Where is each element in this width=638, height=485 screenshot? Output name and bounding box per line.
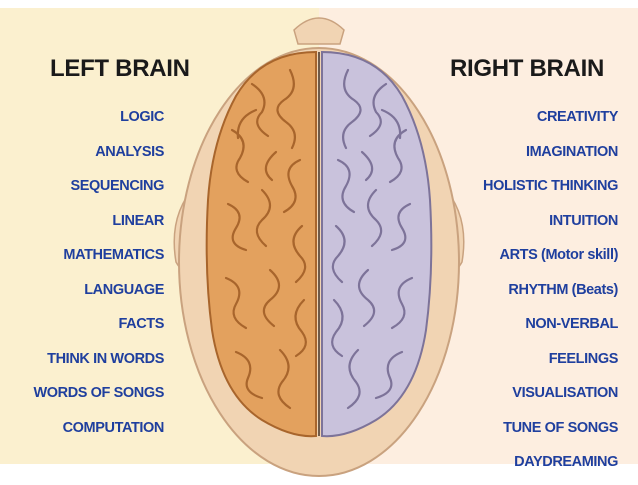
right-trait-item: HOLISTIC THINKING bbox=[483, 174, 618, 209]
left-trait-item: ANALYSIS bbox=[33, 140, 164, 175]
right-trait-item: RHYTHM (Beats) bbox=[483, 278, 618, 313]
left-trait-item: SEQUENCING bbox=[33, 174, 164, 209]
right-trait-item: TUNE OF SONGS bbox=[483, 416, 618, 451]
right-trait-item: ARTS (Motor skill) bbox=[483, 243, 618, 278]
right-brain-traits: CREATIVITY IMAGINATION HOLISTIC THINKING… bbox=[483, 105, 618, 485]
left-trait-item: MATHEMATICS bbox=[33, 243, 164, 278]
right-trait-item: VISUALISATION bbox=[483, 381, 618, 416]
left-trait-item: LANGUAGE bbox=[33, 278, 164, 313]
left-brain-traits: LOGIC ANALYSIS SEQUENCING LINEAR MATHEMA… bbox=[33, 105, 164, 450]
right-brain-heading: RIGHT BRAIN bbox=[450, 55, 604, 83]
right-trait-item: NON-VERBAL bbox=[483, 312, 618, 347]
right-trait-item: FEELINGS bbox=[483, 347, 618, 382]
left-trait-item: THINK IN WORDS bbox=[33, 347, 164, 382]
left-trait-item: WORDS OF SONGS bbox=[33, 381, 164, 416]
left-trait-item: LINEAR bbox=[33, 209, 164, 244]
left-brain-heading: LEFT BRAIN bbox=[50, 55, 190, 83]
right-trait-item: INTUITION bbox=[483, 209, 618, 244]
left-trait-item: COMPUTATION bbox=[33, 416, 164, 451]
left-trait-item: FACTS bbox=[33, 312, 164, 347]
right-trait-item: DAYDREAMING bbox=[483, 450, 618, 485]
right-trait-item: CREATIVITY bbox=[483, 105, 618, 140]
left-trait-item: LOGIC bbox=[33, 105, 164, 140]
right-trait-item: IMAGINATION bbox=[483, 140, 618, 175]
